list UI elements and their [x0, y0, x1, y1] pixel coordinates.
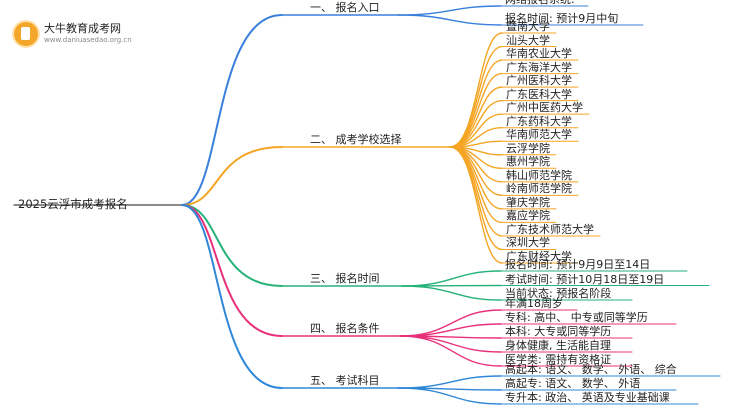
branch-label-3: 三、 报名时间: [310, 272, 380, 285]
leaf-connector-4-5: [399, 335, 502, 367]
logo-url: www.daniuasedao.org.cn: [44, 36, 132, 44]
branch-label-5: 五、 考试科目: [310, 374, 380, 387]
leaf-label-5-1: 高起本: 语文、 数学、 外语、 综合: [505, 363, 677, 376]
leaf-connector-1-2: [397, 14, 502, 26]
leaf-label-3-3: 当前状态: 预报名阶段: [505, 287, 612, 300]
leaf-label-5-2: 高起专: 语文、 数学、 外语: [505, 377, 641, 390]
leaf-label-2-7: 广州中医药大学: [506, 101, 583, 115]
leaf-label-2-2: 汕头大学: [506, 33, 550, 47]
leaf-label-2-16: 广东技术师范大学: [506, 222, 594, 236]
leaf-label-4-1: 年满18周岁: [505, 297, 563, 310]
leaf-label-2-17: 深圳大学: [506, 236, 550, 250]
leaf-label-1-1: 网络报名系统:: [505, 0, 575, 6]
branch-connector-2: [181, 146, 283, 206]
branch-connector-5: [181, 204, 283, 389]
leaf-label-2-8: 广东药科大学: [506, 114, 572, 128]
leaf-label-4-5: 医学类: 需持有资格证: [505, 353, 612, 366]
leaf-connector-2-12: [449, 146, 503, 183]
branch-label-2: 二、 成考学校选择: [310, 133, 402, 146]
leaf-label-2-5: 广州医科大学: [506, 74, 572, 88]
leaf-label-1-2: 报名时间: 预计9月中旬: [505, 12, 619, 25]
logo-title: 大牛教育成考网: [44, 22, 121, 35]
leaf-label-2-14: 肇庆学院: [506, 195, 550, 209]
leaf-label-2-3: 华南农业大学: [506, 47, 572, 61]
leaf-connector-3-3: [401, 285, 502, 301]
leaf-connector-3-1: [401, 270, 502, 287]
leaf-label-2-15: 嘉应学院: [506, 209, 550, 223]
branch-label-1: 一、 报名入口: [310, 1, 380, 14]
leaf-label-2-4: 广东海洋大学: [506, 60, 572, 74]
leaf-label-2-18: 广东财经大学: [506, 250, 572, 263]
branch-connector-3: [181, 204, 283, 287]
branch-connector-4: [181, 204, 283, 337]
leaf-label-2-6: 广东医科大学: [506, 87, 572, 101]
leaf-connector-2-18: [449, 146, 503, 264]
branch-label-4: 四、 报名条件: [310, 322, 380, 335]
leaf-connector-4-2: [399, 323, 502, 337]
leaf-connector-1-1: [397, 5, 502, 16]
leaf-label-2-10: 云浮学院: [506, 141, 550, 155]
leaf-label-4-4: 身体健康, 生活能自理: [505, 339, 611, 352]
leaf-label-2-9: 华南师范大学: [506, 128, 572, 142]
leaf-label-4-2: 专科: 高中、 中专或同等学历: [505, 311, 648, 324]
branch-connector-1: [181, 14, 283, 206]
leaf-connector-5-3: [397, 387, 502, 405]
leaf-label-2-11: 惠州学院: [506, 155, 550, 169]
leaf-connector-4-1: [399, 309, 502, 337]
graduation-cap-icon: [12, 20, 40, 48]
leaf-label-4-3: 本科: 大专或同等学历: [505, 325, 612, 338]
root-topic: 2025云浮市成考报名: [18, 197, 128, 211]
leaf-label-2-1: 暨南大学: [506, 20, 550, 33]
leaf-label-5-3: 专升本: 政治、 英语及专业基础课: [505, 391, 670, 404]
leaf-label-3-2: 考试时间: 预计10月18日至19日: [505, 272, 665, 286]
leaf-label-2-13: 岭南师范学院: [506, 182, 572, 196]
leaf-connector-5-1: [397, 375, 502, 389]
logo: 大牛教育成考网 www.daniuasedao.org.cn: [12, 14, 142, 54]
leaf-label-2-12: 韩山师范学院: [506, 168, 572, 182]
leaf-label-3-1: 报名时间: 预计9月9日至14日: [505, 258, 651, 271]
